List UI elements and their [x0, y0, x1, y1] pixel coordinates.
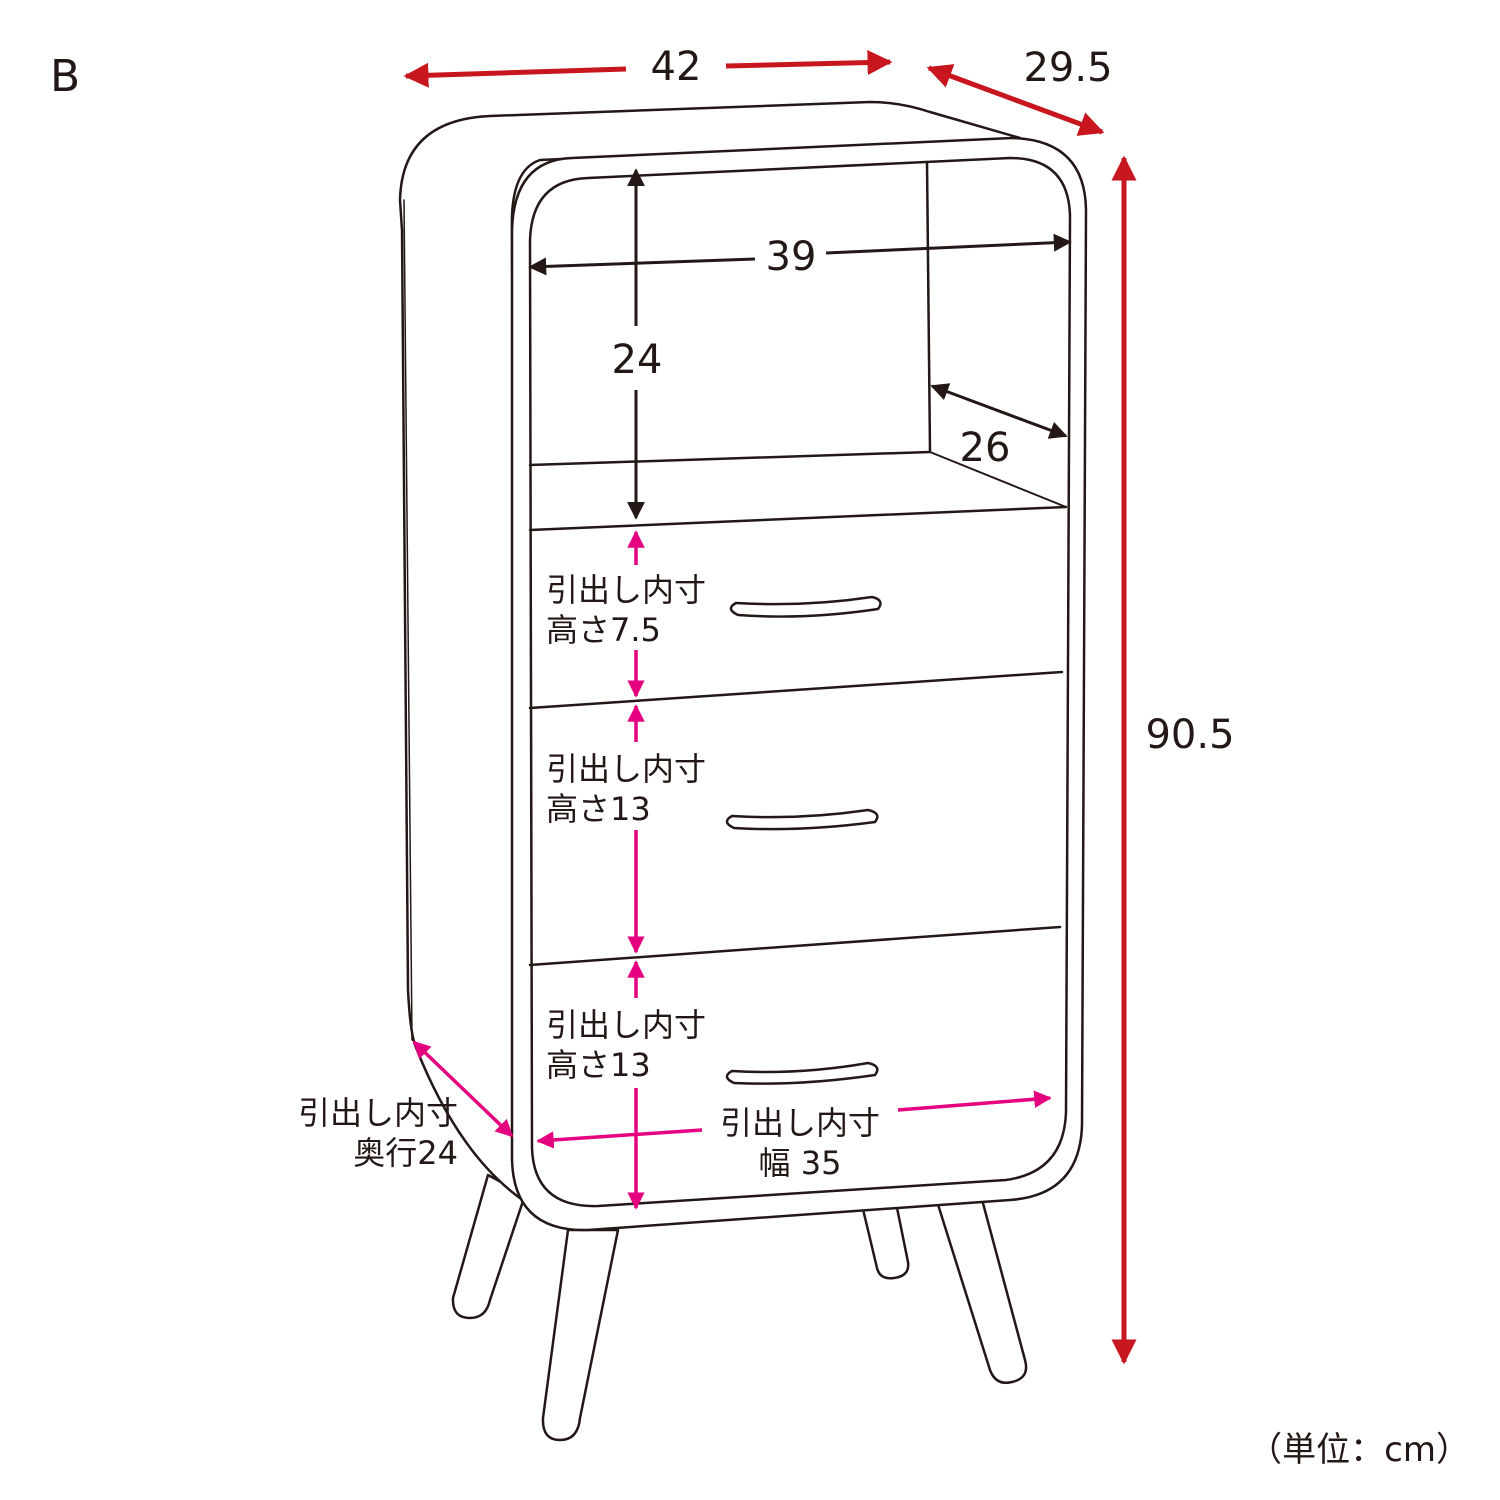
shelf-bottom	[528, 505, 1068, 532]
shelf-depth-label: 26	[960, 425, 1011, 471]
drawer-3-height-label: 高さ13	[546, 1046, 651, 1084]
drawer-width-arrow-right	[897, 1090, 1052, 1112]
outer-height-label: 90.5	[1145, 712, 1234, 758]
drawer-3-handle	[725, 1061, 879, 1085]
drawer-1-title: 引出し内寸	[546, 571, 706, 609]
shelf-depth-arrow	[930, 383, 1068, 439]
drawer-2-handle	[725, 808, 879, 831]
outer-depth-label: 29.5	[1023, 45, 1112, 91]
drawer-width-arrow-left	[536, 1128, 703, 1149]
drawer-depth-label: 奥行24	[353, 1134, 458, 1172]
shelf-height-label: 24	[612, 337, 663, 383]
drawer-divider-2	[528, 925, 1062, 967]
width-arrow-right	[725, 50, 893, 76]
depth-arrow	[926, 64, 1105, 136]
drawer-width-label: 幅 35	[759, 1144, 842, 1182]
width-arrow-left	[403, 62, 627, 88]
drawer-depth-title: 引出し内寸	[298, 1094, 458, 1132]
variant-label: B	[50, 51, 80, 102]
drawer-1-height-label: 高さ7.5	[546, 611, 661, 649]
drawer-3-title: 引出し内寸	[546, 1006, 706, 1044]
drawer-2-title: 引出し内寸	[546, 750, 706, 788]
cabinet-front-frame-inner	[528, 156, 1072, 1208]
shelf-width-arrow-right	[825, 233, 1072, 255]
shelf-width-label: 39	[766, 234, 817, 280]
unit-note: （単位：cm）	[1248, 1430, 1470, 1470]
outer-width-label: 42	[651, 44, 702, 90]
cabinet-drawing	[398, 100, 1088, 1442]
drawer-1-handle	[729, 595, 882, 618]
drawer-depth-arrow	[412, 1040, 514, 1138]
cabinet-legs	[451, 1173, 1028, 1442]
shelf-width-arrow-left	[528, 257, 756, 276]
drawer-width-title: 引出し内寸	[720, 1104, 880, 1142]
drawer-2-height-label: 高さ13	[546, 790, 651, 828]
shelf-dimension-arrows	[528, 168, 1072, 520]
drawer-handles	[725, 595, 882, 1085]
outer-dimension-arrows	[403, 50, 1137, 1365]
drawer-dimension-arrows	[412, 530, 1052, 1210]
drawer-divider-1	[528, 670, 1064, 710]
